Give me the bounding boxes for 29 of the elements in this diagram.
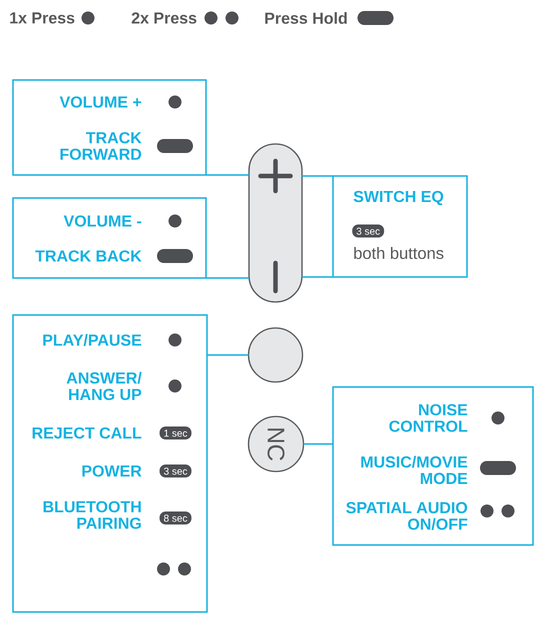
connector-line (302, 276, 333, 278)
duration-badge: 8 sec (160, 512, 192, 524)
connector-line (207, 354, 248, 356)
nc-button: NC (248, 416, 304, 472)
connector-line (302, 175, 333, 177)
function-label: POWER (82, 465, 142, 477)
legend-label: 1x Press (10, 12, 74, 24)
function-label: PLAY/PAUSE (43, 334, 142, 346)
function-label: TRACK FORWARD (60, 132, 142, 160)
function-label: VOLUME + (60, 96, 142, 108)
function-label: SPATIAL AUDIO ON/OFF (346, 502, 468, 530)
function-label: TRACK BACK (35, 250, 142, 262)
connector-line (206, 277, 249, 279)
function-label: NOISE CONTROL (389, 404, 468, 432)
legend-label: Press Hold (265, 12, 347, 24)
note-text: both buttons (354, 246, 444, 260)
function-label: VOLUME - (64, 215, 142, 227)
connector-line (304, 443, 333, 445)
duration-badge: 3 sec (352, 224, 384, 238)
legend-label: 2x Press (132, 12, 196, 24)
function-label: BLUETOOTH PAIRING (44, 501, 141, 529)
function-label: MUSIC/MOVIE MODE (361, 456, 468, 484)
duration-badge: 3 sec (160, 464, 192, 478)
function-label: SWITCH EQ (354, 190, 444, 206)
function-label: ANSWER/ HANG UP (66, 372, 142, 400)
duration-badge: 1 sec (160, 426, 192, 440)
round-button (248, 327, 304, 383)
connector-line (206, 174, 249, 176)
function-label: REJECT CALL (32, 427, 142, 439)
